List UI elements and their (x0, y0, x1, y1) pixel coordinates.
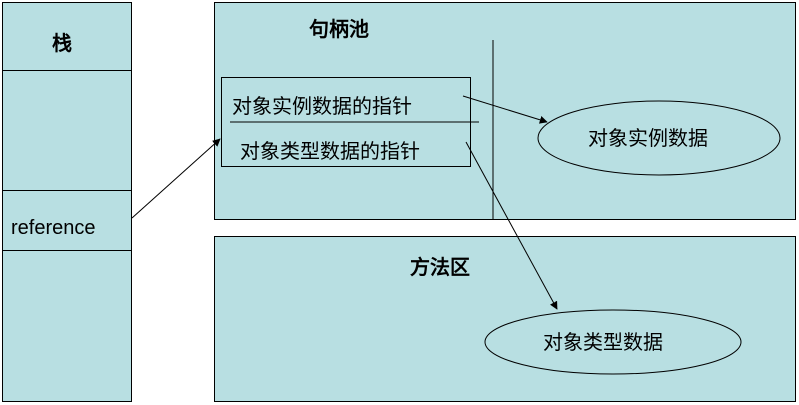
stack-divider-1 (3, 70, 131, 71)
stack-divider-3 (3, 250, 131, 251)
stack-column (2, 2, 132, 402)
stack-divider-2 (3, 190, 131, 191)
reference-arrow (131, 138, 221, 219)
handle-pool-title: 句柄池 (309, 17, 369, 41)
reference-label: reference (11, 217, 96, 239)
type-data-label: 对象类型数据 (543, 330, 663, 354)
method-area-title: 方法区 (410, 255, 470, 279)
type-pointer-label: 对象类型数据的指针 (240, 139, 420, 163)
instance-pointer-label: 对象实例数据的指针 (232, 94, 412, 118)
method-area-box (214, 236, 796, 402)
stack-title: 栈 (52, 31, 72, 55)
instance-data-label: 对象实例数据 (588, 126, 708, 150)
